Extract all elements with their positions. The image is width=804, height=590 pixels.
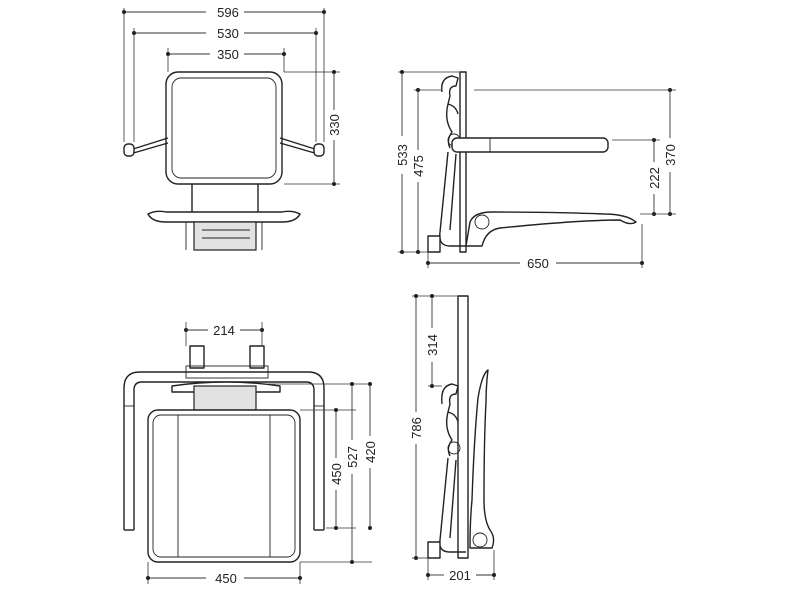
dim-201: 201 xyxy=(449,568,471,583)
dim-214: 214 xyxy=(213,323,235,338)
dim-222: 222 xyxy=(647,167,662,189)
wall-bracket xyxy=(193,221,257,251)
dim-420: 420 xyxy=(363,441,378,463)
side-seat xyxy=(465,211,637,247)
dim-650: 650 xyxy=(527,256,549,271)
side-armrest xyxy=(451,137,609,153)
dim-527: 527 xyxy=(345,446,360,468)
dim-475: 475 xyxy=(411,155,426,177)
bracket-clip-right xyxy=(249,345,265,369)
left-armrest xyxy=(129,137,169,151)
top-seat xyxy=(147,409,301,563)
backrest xyxy=(165,71,283,185)
top-bracket xyxy=(193,385,257,411)
top-view: 214 450 527 420 450 xyxy=(123,322,378,586)
bracket-clip-left xyxy=(189,345,205,369)
dim-533: 533 xyxy=(395,144,410,166)
folded-backrest xyxy=(457,295,469,559)
dim-596: 596 xyxy=(217,5,239,20)
dim-370: 370 xyxy=(663,144,678,166)
front-view: 596 530 350 330 xyxy=(122,5,342,251)
dim-330: 330 xyxy=(327,114,342,136)
dim-530: 530 xyxy=(217,26,239,41)
dim-786: 786 xyxy=(409,417,424,439)
dim-350: 350 xyxy=(217,47,239,62)
dim-314: 314 xyxy=(425,334,440,356)
folded-seat xyxy=(469,369,495,549)
seat xyxy=(147,210,301,223)
right-armrest xyxy=(279,137,319,151)
dim-450-horizontal: 450 xyxy=(215,571,237,586)
wall-plate xyxy=(459,71,467,253)
armrest-frame xyxy=(123,371,325,530)
dim-450-vertical: 450 xyxy=(329,463,344,485)
folded-view: 786 314 201 xyxy=(409,294,496,583)
side-view: 533 475 370 222 650 xyxy=(395,70,678,271)
